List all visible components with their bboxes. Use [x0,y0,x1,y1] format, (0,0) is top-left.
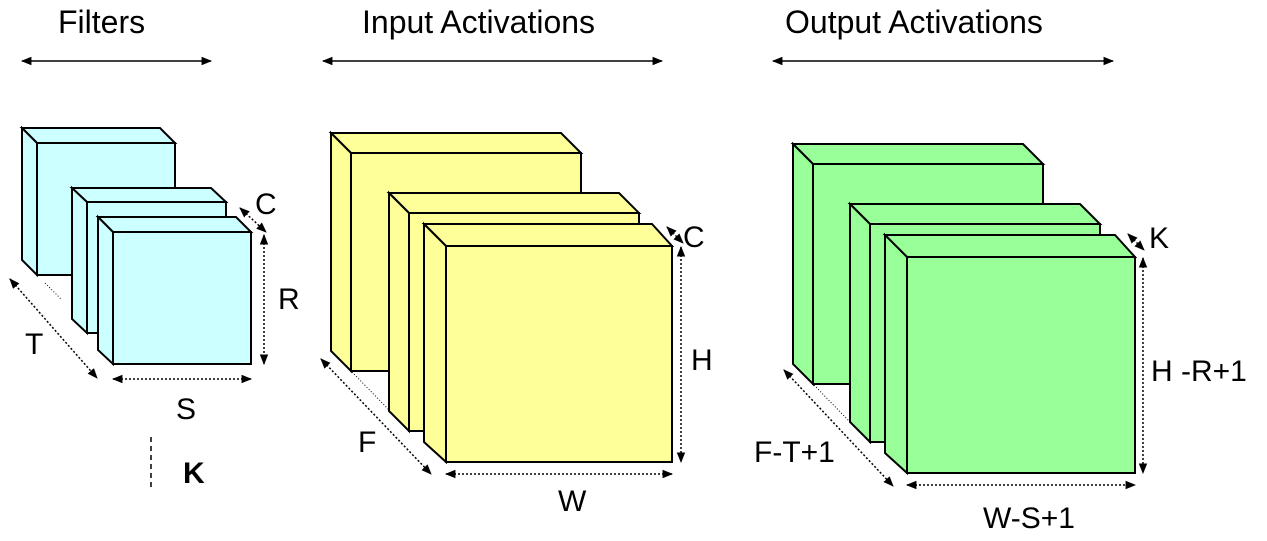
output-k-arrow [1127,233,1145,251]
input-c-arrow [666,226,684,244]
input-f-hidden-edge [351,371,390,411]
output-h-label: H -R+1 [1151,355,1247,388]
input-h-label: H [691,344,713,377]
input-f-label: F [358,426,376,459]
output-f-label: F-T+1 [754,436,835,469]
output-f-arrow [783,369,894,487]
filter-t-hidden-edge [44,282,63,301]
filter-c-label: C [255,188,277,221]
filter-s-label: S [176,393,196,426]
input-c-label: C [683,221,705,254]
output-w-label: W-S+1 [983,502,1075,535]
output-header: Output Activations [785,4,1043,40]
filter-r-label: R [278,283,300,316]
filter-box-front [95,214,254,367]
output-box-front [882,232,1138,476]
filter-t-arrow [9,278,98,379]
filter-t-label: T [25,328,43,361]
input-w-label: W [558,485,587,518]
input-f-arrow [320,358,432,475]
output-group: K H -R+1 F-T+1 W-S+1 [754,141,1247,535]
input-box-front [421,221,675,465]
filter-c-arrow [239,207,267,233]
filter-k-label: K [183,457,205,490]
filters-group: C R T S K [9,125,300,490]
input-header: Input Activations [362,4,595,40]
output-f-hidden-edge [813,384,851,423]
input-group: C H F W [320,130,713,518]
output-k-label: K [1149,222,1169,255]
filters-header: Filters [58,4,145,40]
